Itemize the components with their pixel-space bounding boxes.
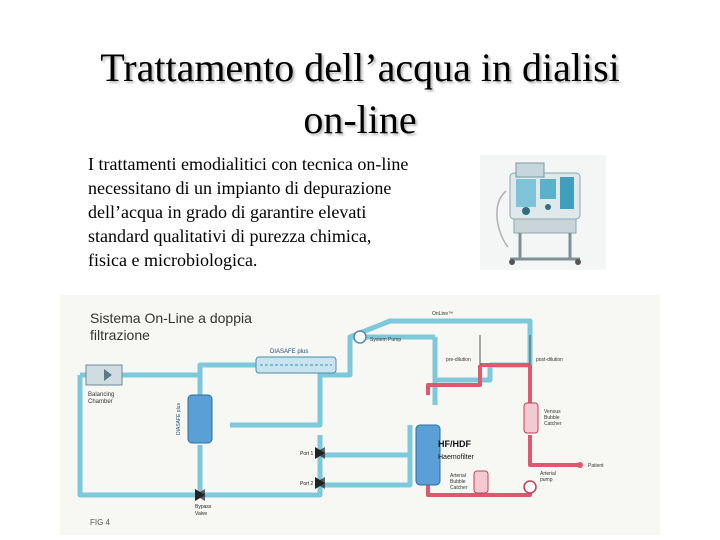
- svg-text:Patient: Patient: [588, 463, 604, 469]
- diasafe-side-filter: DIASAFE plus: [176, 394, 213, 444]
- svg-text:Chamber: Chamber: [88, 399, 113, 405]
- dilution-lines: [479, 335, 531, 365]
- svg-text:Arterial: Arterial: [450, 473, 466, 479]
- venous-bubble-catcher: Venous Bubble Catcher: [523, 402, 562, 434]
- online-filtration-diagram: Sistema On-Line a doppia filtrazione Bal…: [60, 295, 660, 535]
- svg-text:Port 2: Port 2: [300, 481, 314, 487]
- svg-text:Bypass: Bypass: [195, 504, 212, 510]
- slide-title: Trattamento dell’acqua in dialisi on-lin…: [0, 42, 720, 146]
- svg-text:Haemofilter: Haemofilter: [438, 454, 474, 461]
- svg-text:HF/HDF: HF/HDF: [438, 439, 471, 449]
- svg-text:pump: pump: [540, 477, 553, 483]
- post-dilution-label: post-dilution: [536, 357, 563, 363]
- svg-text:Catcher: Catcher: [544, 421, 562, 427]
- body-line: standard qualitativi di purezza chimica,: [88, 226, 372, 246]
- title-line-2: on-line: [303, 97, 417, 142]
- svg-text:DIASAFE plus: DIASAFE plus: [270, 349, 308, 355]
- title-line-1: Trattamento dell’acqua in dialisi: [100, 45, 620, 90]
- figure-label: FIG 4: [90, 518, 111, 527]
- svg-text:Venous: Venous: [544, 409, 561, 415]
- body-line: necessitano di un impianto di depurazion…: [88, 178, 392, 198]
- arterial-pump: Arterial pump: [523, 471, 556, 494]
- svg-text:Arterial: Arterial: [540, 471, 556, 477]
- bypass-valve: Bypass Valve: [195, 489, 212, 517]
- diasafe-top-filter: DIASAFE plus: [255, 349, 337, 374]
- diagram-title-2: filtrazione: [90, 327, 150, 343]
- body-line: fisica e microbiologica.: [88, 250, 258, 270]
- patient-connection: Patient: [577, 462, 604, 469]
- system-pump: System Pump: [353, 330, 401, 344]
- balancing-chamber: Balancing Chamber: [85, 364, 123, 405]
- port-2: Port 2: [300, 477, 325, 489]
- svg-text:Port 1: Port 1: [300, 451, 314, 457]
- svg-text:Valve: Valve: [195, 511, 207, 517]
- online-label: OnLine™: [432, 311, 453, 317]
- port-1: Port 1: [300, 447, 325, 459]
- svg-text:System Pump: System Pump: [370, 337, 401, 343]
- dialysis-machine-photo: [480, 155, 606, 270]
- slide-body-text: I trattamenti emodialitici con tecnica o…: [88, 152, 468, 272]
- svg-text:DIASAFE plus: DIASAFE plus: [176, 403, 182, 435]
- haemofilter: HF/HDF Haemofilter: [415, 424, 474, 486]
- svg-text:Catcher: Catcher: [450, 485, 468, 491]
- pre-dilution-label: pre-dilution: [446, 357, 471, 363]
- body-line: I trattamenti emodialitici con tecnica o…: [88, 154, 409, 174]
- diagram-title-1: Sistema On-Line a doppia: [90, 310, 252, 326]
- body-line: dell’acqua in grado di garantire elevati: [88, 202, 367, 222]
- arterial-bubble-catcher: Arterial Bubble Catcher: [450, 470, 489, 494]
- svg-text:Balancing: Balancing: [88, 392, 114, 398]
- svg-text:Bubble: Bubble: [544, 415, 560, 421]
- svg-text:Bubble: Bubble: [450, 479, 466, 485]
